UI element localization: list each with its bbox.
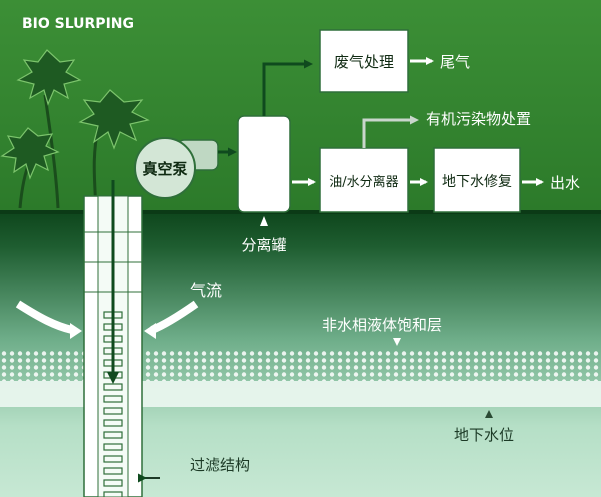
filter-slot <box>103 395 123 403</box>
filter-slot <box>103 491 123 497</box>
groundwater-remediation-label: 地下水修复 <box>442 173 512 190</box>
pipe-tank-to-exhaust <box>262 59 313 116</box>
exhaust-treatment-label: 废气处理 <box>334 53 394 71</box>
filter-slot <box>103 419 123 427</box>
water-table-label: 地下水位 <box>454 426 514 444</box>
oil-water-separator-label: 油/水分离器 <box>329 174 398 190</box>
filter-structure-label: 过滤结构 <box>190 456 250 474</box>
oil-water-separator-box <box>319 147 409 213</box>
arrow-to-organic-disposal <box>362 115 419 148</box>
exhaust-treatment-box <box>319 29 409 93</box>
napl-pointer <box>393 338 401 346</box>
suction-tube-tip <box>107 372 119 384</box>
filter-slot <box>103 467 123 475</box>
pump-label: 真空泵 <box>142 160 187 178</box>
filter-slot <box>103 443 123 451</box>
water-out-label: 出水 <box>550 174 580 192</box>
tail-gas-label: 尾气 <box>440 53 470 71</box>
diagram-title: BIO SLURPING <box>22 16 134 32</box>
vacuum-pump <box>134 137 219 199</box>
groundwater-remediation-box <box>433 147 521 213</box>
airflow-arrow-left <box>15 300 73 334</box>
filter-slot <box>103 407 123 415</box>
tank-pointer <box>260 216 268 226</box>
separation-tank-label: 分离罐 <box>241 236 286 254</box>
airflow-label: 气流 <box>190 281 222 300</box>
separation-tank <box>237 115 291 213</box>
organic-disposal-label: 有机污染物处置 <box>426 110 531 128</box>
filter-slot <box>103 479 123 487</box>
filter-slot <box>103 455 123 463</box>
water-table-pointer <box>485 410 493 418</box>
filter-slot <box>103 431 123 439</box>
napl-layer-label: 非水相液体饱和层 <box>322 316 442 334</box>
ground-line <box>0 210 601 214</box>
